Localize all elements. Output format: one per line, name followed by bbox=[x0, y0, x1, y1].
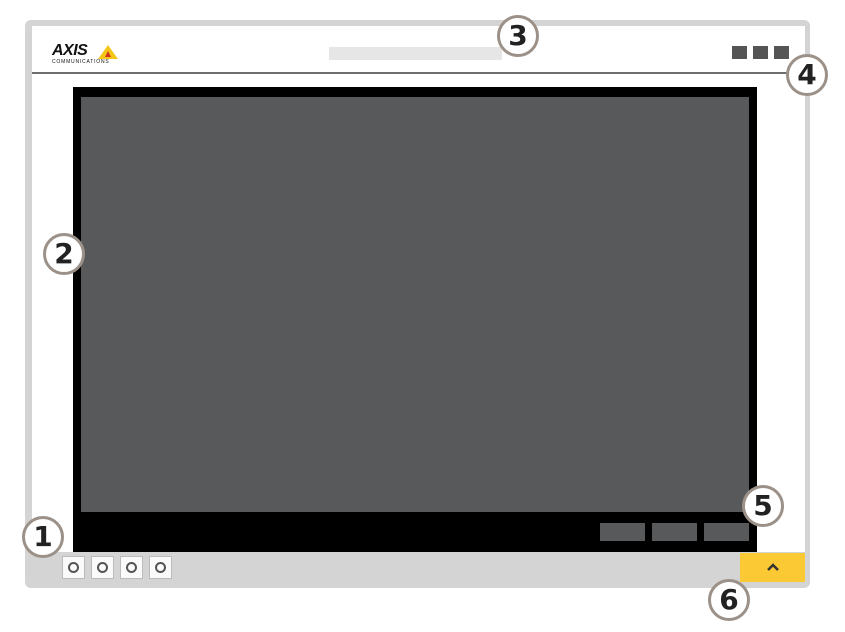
video-control-button[interactable] bbox=[652, 523, 697, 541]
circle-control-icon bbox=[68, 562, 79, 573]
callout-6: 6 bbox=[708, 579, 750, 621]
menu-square-icon[interactable] bbox=[774, 46, 789, 59]
video-image[interactable] bbox=[81, 97, 749, 512]
device-title-placeholder bbox=[329, 47, 502, 60]
logo-wordmark: AXIS bbox=[52, 42, 88, 59]
circle-control-icon bbox=[155, 562, 166, 573]
control-button[interactable] bbox=[120, 556, 143, 579]
control-button[interactable] bbox=[91, 556, 114, 579]
logo-subtitle: COMMUNICATIONS bbox=[52, 59, 110, 65]
chevron-up-icon bbox=[766, 563, 779, 571]
header-divider bbox=[32, 72, 805, 74]
control-button[interactable] bbox=[62, 556, 85, 579]
menu-square-icon[interactable] bbox=[753, 46, 768, 59]
callout-5: 5 bbox=[742, 485, 784, 527]
circle-control-icon bbox=[97, 562, 108, 573]
expand-panel-button[interactable] bbox=[740, 553, 805, 582]
circle-control-icon bbox=[126, 562, 137, 573]
axis-triangle-accent bbox=[105, 51, 111, 57]
callout-3: 3 bbox=[497, 15, 539, 57]
video-control-button[interactable] bbox=[600, 523, 645, 541]
callout-2: 2 bbox=[43, 233, 85, 275]
product-controls-bar bbox=[32, 552, 805, 582]
control-button[interactable] bbox=[149, 556, 172, 579]
axis-logo[interactable]: AXIS COMMUNICATIONS bbox=[52, 42, 122, 68]
video-control-button[interactable] bbox=[704, 523, 749, 541]
menu-square-icon[interactable] bbox=[732, 46, 747, 59]
callout-4: 4 bbox=[786, 54, 828, 96]
callout-1: 1 bbox=[22, 516, 64, 558]
